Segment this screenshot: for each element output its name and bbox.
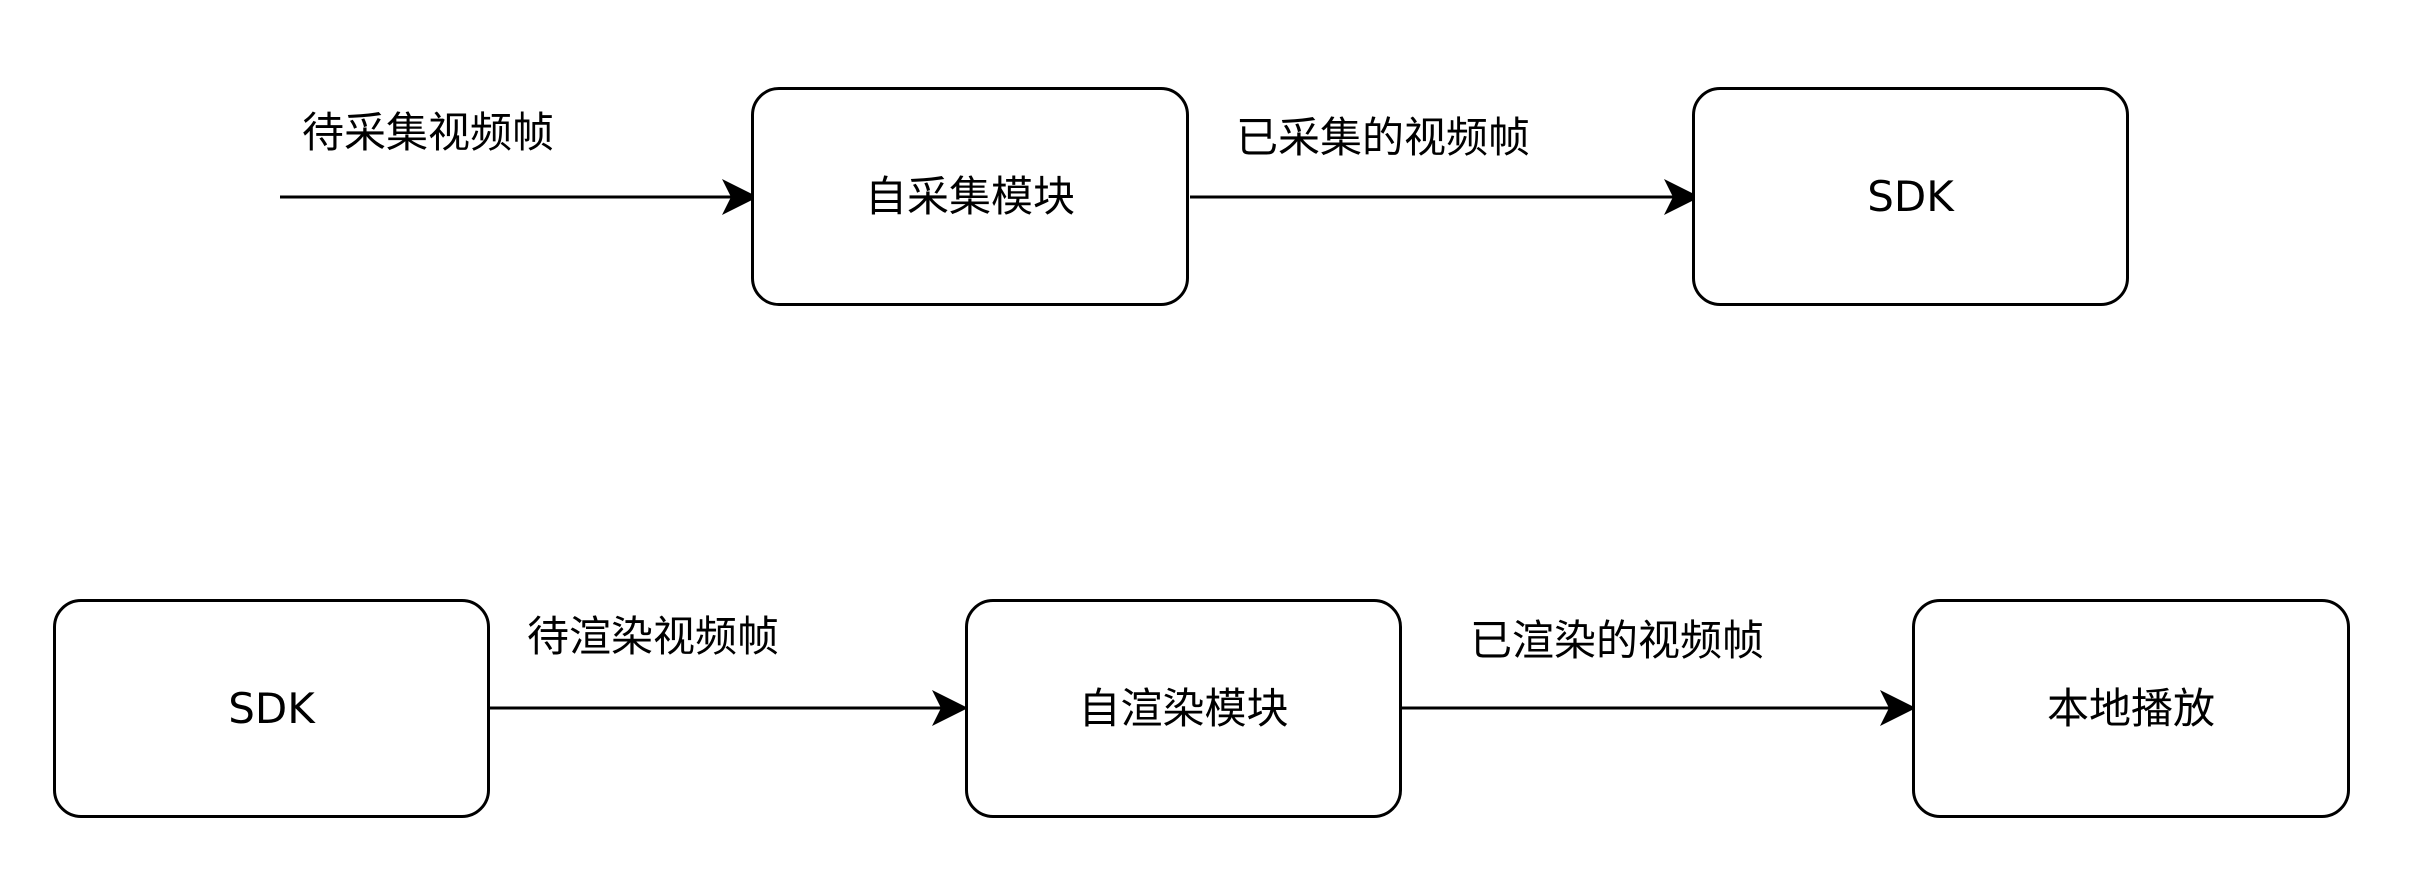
- sdk-node-bottom: SDK: [53, 599, 490, 818]
- pending-render-frame-label: 待渲染视频帧: [527, 612, 780, 661]
- sdk-node-top: SDK: [1692, 87, 2129, 306]
- local-playback-node: 本地播放: [1912, 599, 2350, 818]
- captured-frame-label: 已采集的视频帧: [1236, 113, 1531, 162]
- render-module-label: 自渲染模块: [1078, 683, 1289, 733]
- local-playback-label: 本地播放: [2046, 683, 2215, 733]
- render-module-node: 自渲染模块: [965, 599, 1402, 818]
- rendered-frame-label: 已渲染的视频帧: [1470, 616, 1765, 665]
- sdk-node-top-label: SDK: [1867, 171, 1954, 221]
- capture-module-label: 自采集模块: [864, 171, 1075, 221]
- sdk-node-bottom-label: SDK: [228, 683, 315, 733]
- capture-module-node: 自采集模块: [751, 87, 1189, 306]
- input-frame-label: 待采集视频帧: [302, 108, 555, 157]
